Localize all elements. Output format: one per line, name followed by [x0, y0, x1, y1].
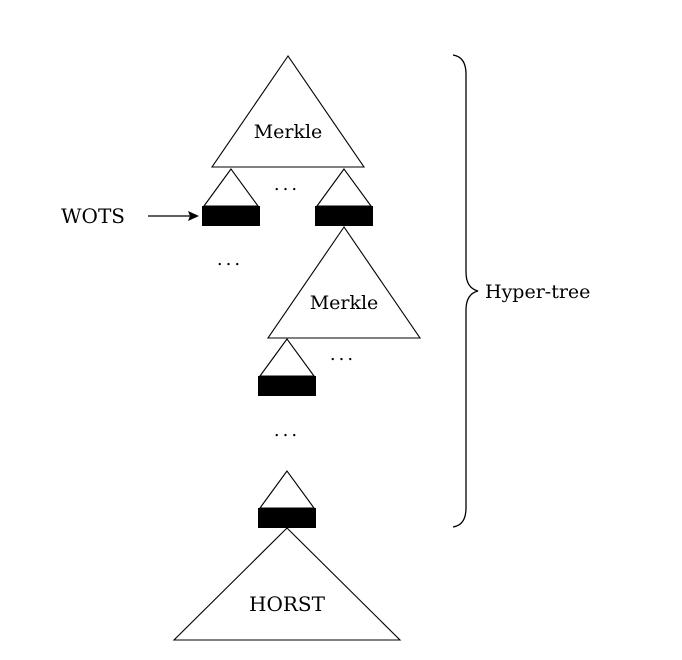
horst-tree: HORST [172, 527, 402, 641]
wots-subtree-left [202, 168, 260, 226]
merkle-tree-top-label: Merkle [254, 121, 323, 143]
ellipsis-left-row: ... [217, 249, 243, 270]
wots-block-right [315, 206, 373, 226]
ellipsis-middle-row: ... [330, 344, 356, 365]
wots-block-bottom [258, 508, 316, 528]
hyper-tree-label: Hyper-tree [485, 281, 590, 303]
merkle-tree-middle-label: Merkle [310, 292, 379, 314]
merkle-tree-top: Merkle [210, 55, 366, 168]
ellipsis-top-row: ... [274, 174, 300, 195]
hyper-tree-brace: Hyper-tree [452, 54, 590, 528]
wots-subtree-middle-triangle [258, 338, 316, 377]
wots-pointer: WOTS [61, 204, 199, 228]
merkle-tree-top-triangle [210, 55, 366, 168]
merkle-tree-middle: Merkle [266, 226, 422, 339]
wots-subtree-bottom-triangle [258, 470, 316, 509]
right-curly-brace [452, 54, 479, 528]
merkle-tree-middle-triangle [266, 226, 422, 339]
wots-block-left [202, 206, 260, 226]
horst-tree-triangle [172, 527, 402, 641]
horst-tree-label: HORST [249, 592, 326, 616]
wots-subtree-bottom [258, 470, 316, 528]
ellipsis-vertical: ... [274, 420, 300, 441]
wots-arrow-head [188, 211, 199, 221]
wots-label: WOTS [61, 204, 125, 228]
wots-subtree-left-triangle [202, 168, 260, 207]
wots-subtree-middle [258, 338, 316, 396]
wots-subtree-right-triangle [315, 168, 373, 207]
wots-subtree-right [315, 168, 373, 226]
wots-block-middle [258, 376, 316, 396]
